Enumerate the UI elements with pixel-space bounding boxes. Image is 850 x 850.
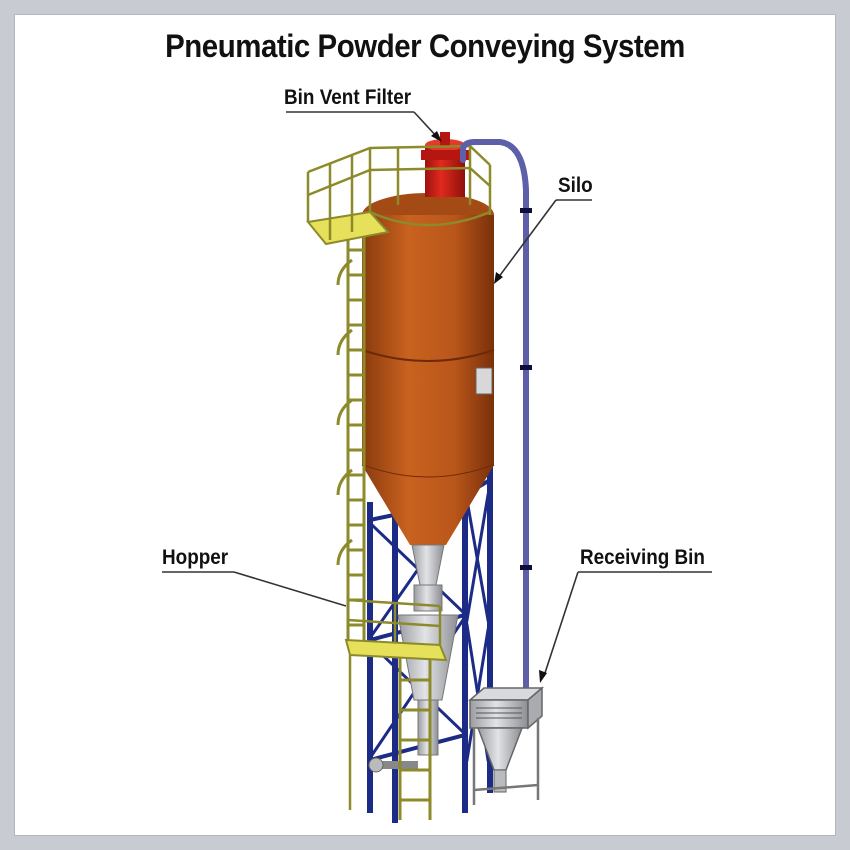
bin-vent-filter [421,132,469,197]
lower-platform [344,598,448,810]
label-silo: Silo [558,174,593,197]
label-bin-vent-filter: Bin Vent Filter [284,86,412,109]
diagram-title: Pneumatic Powder Conveying System [165,28,685,64]
conveying-line-couplings [520,208,532,570]
receiving-bin [467,686,545,805]
callout-arrowheads [431,131,547,683]
top-platform [306,144,492,246]
access-ladder [336,235,432,820]
label-hopper: Hopper [162,546,229,569]
silo [361,193,495,545]
label-receiving-bin: Receiving Bin [580,546,705,569]
